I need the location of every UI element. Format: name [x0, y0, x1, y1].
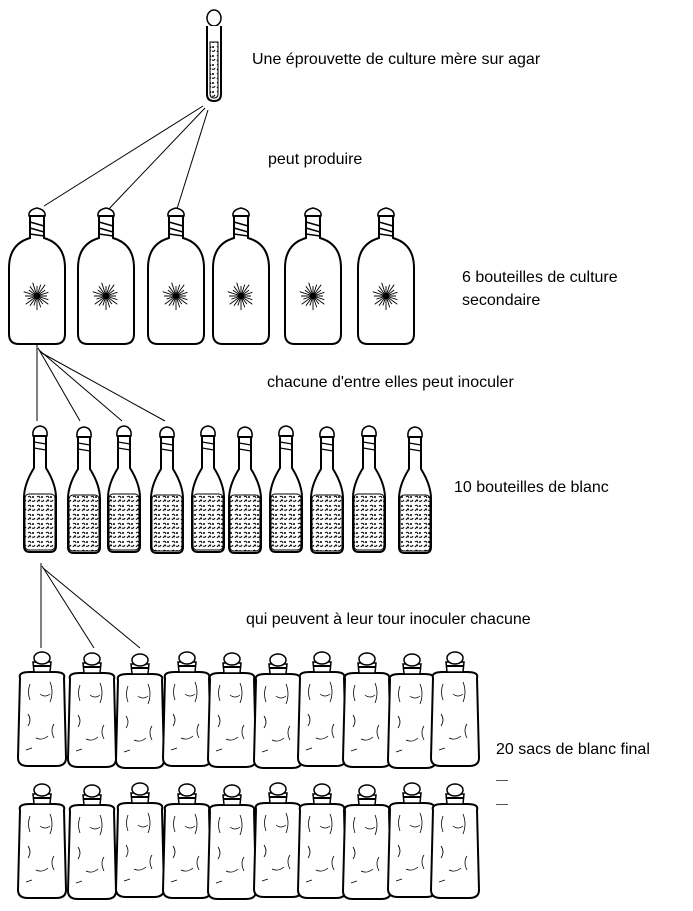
label-spawn-bottles: 10 bouteilles de blanc — [454, 479, 609, 496]
secondary-culture-bottle — [284, 207, 342, 345]
spawn-bottle — [398, 426, 432, 554]
final-spawn-bag — [114, 653, 166, 769]
spawn-bottle — [310, 426, 344, 554]
final-spawn-bag — [252, 653, 304, 769]
final-spawn-bag — [114, 782, 166, 898]
final-spawn-bag — [341, 652, 393, 768]
final-spawn-bag — [206, 652, 258, 768]
final-spawn-bag — [429, 783, 481, 899]
final-spawn-bag — [161, 783, 213, 899]
agar-test-tube — [206, 9, 222, 103]
label-can-produce: peut produire — [268, 151, 363, 168]
final-spawn-bag — [16, 783, 68, 899]
spawn-bottle — [150, 426, 184, 554]
secondary-bottles — [8, 207, 415, 345]
final-spawn-bag — [66, 652, 118, 768]
label-final-spawn-bags: 20 sacs de blanc final — [496, 741, 650, 758]
final-spawn-bag — [206, 784, 258, 900]
final-spawn-bag — [16, 651, 68, 767]
label-secondary-bottles-line2: secondaire — [462, 292, 541, 309]
spawn-bottle — [67, 426, 101, 554]
dash-mark — [496, 780, 508, 781]
final-spawn-bag — [386, 782, 438, 898]
secondary-culture-bottle — [77, 207, 135, 345]
spawn-bottle — [352, 425, 386, 553]
spawn-bottle — [191, 425, 225, 553]
secondary-culture-bottle — [212, 207, 270, 345]
label-which-in-turn: qui peuvent à leur tour inoculer chacune — [246, 611, 531, 628]
final-spawn-bag — [66, 784, 118, 900]
final-spawn-bags — [16, 651, 481, 900]
final-spawn-bag — [252, 782, 304, 898]
label-secondary-bottles-line1: 6 bouteilles de culture — [462, 269, 618, 286]
dash-mark — [496, 804, 508, 805]
final-spawn-bag — [429, 651, 481, 767]
spawn-bottle — [269, 425, 303, 553]
spawn-bottle — [228, 426, 262, 554]
spawn-bottle — [107, 425, 141, 553]
final-spawn-bag — [386, 653, 438, 769]
secondary-culture-bottle — [147, 207, 205, 345]
final-spawn-bag — [296, 651, 348, 767]
final-spawn-bag — [341, 784, 393, 900]
label-each-can-inoculate: chacune d'entre elles peut inoculer — [267, 374, 514, 391]
spawn-bottle — [23, 425, 57, 553]
secondary-culture-bottle — [8, 207, 66, 345]
final-spawn-bag — [161, 651, 213, 767]
connector-lines — [36, 105, 209, 649]
final-spawn-bag — [296, 783, 348, 899]
spawn-bottles — [23, 425, 432, 554]
secondary-culture-bottle — [357, 207, 415, 345]
label-stock-culture-tube: Une éprouvette de culture mère sur agar — [252, 51, 541, 68]
